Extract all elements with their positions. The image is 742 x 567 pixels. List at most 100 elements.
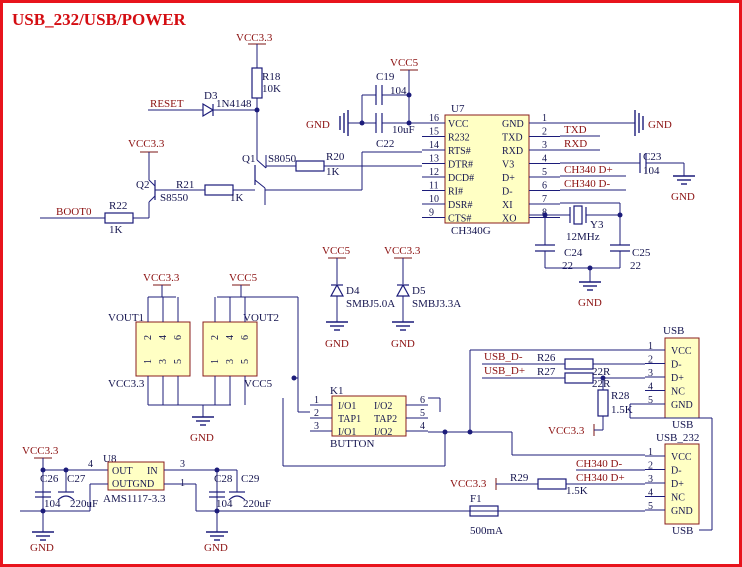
d5-part: SMBJ3.3A	[412, 298, 461, 310]
r28-ref: R28	[611, 390, 630, 402]
jumper-pin-number: 2	[210, 335, 221, 340]
dot	[542, 212, 548, 218]
dot	[63, 467, 69, 473]
u8-regulator	[107, 461, 165, 491]
r29-vcc-label: VCC3.3	[450, 478, 487, 490]
jumper-pin-number: 6	[173, 335, 184, 340]
u7-pin-name: V3	[502, 160, 514, 171]
u7-left-pins: 16VCC15R23214RTS#13DTR#12DCD#11RI#10DSR#…	[422, 113, 474, 225]
dot	[254, 107, 260, 113]
ch340-section: VCC5 GND C19 104 10uF C22 U7 CH340G 16VC…	[306, 57, 695, 309]
dot	[406, 92, 412, 98]
vout1-bottom-label: VCC3.3	[108, 378, 145, 390]
r21-resistor	[204, 184, 234, 196]
reset-circuit: VCC3.3 R18 10K RESET D3 1N4148 Q1 S8050 …	[40, 32, 422, 236]
jumper-pin-number: 5	[173, 359, 184, 364]
u7-pin-number: 4	[542, 154, 547, 165]
u7-ch340-chip	[444, 114, 530, 224]
usb-pin-number: 2	[648, 355, 653, 366]
c26-ref: C26	[40, 473, 59, 485]
u7-part: CH340G	[451, 225, 491, 237]
k1-part: BUTTON	[330, 438, 374, 450]
ch340-dp-net: CH340 D+	[564, 164, 613, 176]
usb232-pin-name: VCC	[671, 452, 692, 463]
c26-value: 104	[44, 498, 61, 510]
dot	[406, 120, 412, 126]
dot	[291, 375, 297, 381]
reg-gnd-right-label: GND	[204, 542, 228, 554]
r22-ref: R22	[109, 200, 127, 212]
wire	[148, 195, 156, 203]
rxd-net: RXD	[564, 138, 587, 150]
c25-value: 22	[630, 260, 641, 272]
usb-pin-name: D+	[671, 373, 684, 384]
u7-pin-name: RI#	[448, 187, 463, 198]
k1-pin-name: I/O1	[338, 401, 356, 412]
c27-ref: C27	[67, 473, 86, 485]
u7-pin-name: D+	[502, 173, 515, 184]
usb232-pin-name: GND	[671, 506, 693, 517]
f1-value: 500mA	[470, 525, 503, 537]
r27-resistor	[564, 372, 594, 384]
ch340-gnd-label: GND	[306, 119, 330, 131]
r28-vcc-label: VCC3.3	[548, 425, 585, 437]
shape	[57, 495, 75, 501]
usb-part: USB	[672, 419, 693, 431]
u8-in-pin: IN	[147, 466, 158, 477]
dot	[359, 120, 365, 126]
r26-resistor	[564, 358, 594, 370]
usb-pin-name: D-	[671, 360, 682, 371]
f1-ref: F1	[470, 493, 482, 505]
c23-value: 104	[643, 165, 660, 177]
d5-tvs-diode	[395, 283, 411, 297]
usb232-pin-name: D-	[671, 466, 682, 477]
usb232-dm-net: CH340 D-	[576, 458, 622, 470]
r18-ref: R18	[262, 71, 281, 83]
d4-part: SMBJ5.0A	[346, 298, 395, 310]
vout1-jumper	[135, 321, 191, 377]
u7-pin-name: TXD	[502, 133, 523, 144]
u7-pin-name: RXD	[502, 146, 523, 157]
jumper-pin-number: 5	[240, 359, 251, 364]
regulator-section: VCC3.3 U8 OUT IN OUTGND 4 3 1 AMS1117-3.…	[20, 445, 271, 554]
r27-ref: R27	[537, 366, 556, 378]
jumper-pin-number: 2	[143, 335, 154, 340]
dot	[40, 467, 46, 473]
vout2-vcc-label: VCC5	[229, 272, 258, 284]
jumper-pin-number: 4	[225, 335, 236, 340]
u7-pin-number: 5	[542, 167, 547, 178]
r18-value: 10K	[262, 83, 281, 95]
c25-ref: C25	[632, 247, 651, 259]
usb232-pin-number: 4	[648, 488, 653, 499]
u7-pin-number: 14	[429, 140, 439, 151]
c23-gnd-label: GND	[671, 191, 695, 203]
r18-vcc-label: VCC3.3	[236, 32, 273, 44]
r28-resistor	[597, 389, 609, 417]
dot	[600, 375, 606, 381]
r29-ref: R29	[510, 472, 529, 484]
vout-gnd-label: GND	[190, 432, 214, 444]
jumper-pin-number: 6	[240, 335, 251, 340]
d4-vcc-label: VCC5	[322, 245, 351, 257]
c19-ref: C19	[376, 71, 395, 83]
r26-value: 22R	[592, 366, 611, 378]
u7-pin-name: XO	[502, 214, 516, 225]
vout2-bottom-label: VCC5	[244, 378, 273, 390]
u7-pin-name: CTS#	[448, 214, 471, 225]
u7-pin-name: D-	[502, 187, 513, 198]
q1-ref: Q1	[242, 153, 255, 165]
r20-value: 1K	[326, 166, 340, 178]
usb-dp-net: USB_D+	[484, 365, 525, 377]
usb232-ref: USB_232	[656, 432, 699, 444]
usb-pin-name: NC	[671, 387, 685, 398]
u7-pin-name: DCD#	[448, 173, 474, 184]
k1-pin-number: 4	[420, 421, 425, 432]
usb-pin-name: VCC	[671, 346, 692, 357]
q2-part: S8550	[160, 192, 189, 204]
r22-value: 1K	[109, 224, 123, 236]
usb-ref: USB	[663, 325, 684, 337]
c29-value: 220uF	[243, 498, 271, 510]
